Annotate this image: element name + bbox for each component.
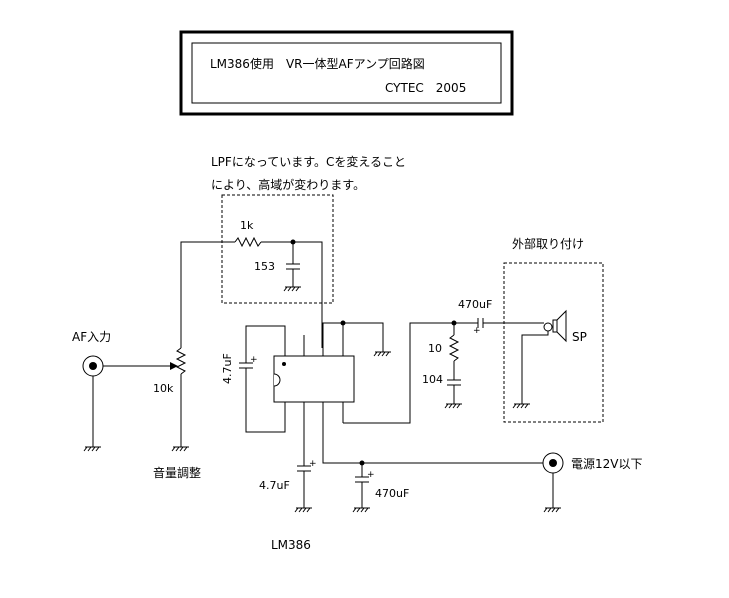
power-rail: + [322, 423, 543, 513]
title-credit: CYTEC 2005 [385, 81, 466, 95]
power-jack [542, 452, 564, 513]
zobel-capacitor-value: 104 [422, 373, 443, 386]
lpf-note-line2: により、高域が変わります。 [211, 177, 365, 192]
input-label: AF入力 [72, 330, 111, 344]
svg-text:+: + [309, 459, 317, 469]
zobel-resistor-value: 10 [428, 342, 442, 355]
lpf-capacitor-value: 153 [254, 260, 275, 273]
volume-label: 音量調整 [153, 465, 201, 480]
power-capacitor-value: 470uF [375, 487, 409, 500]
lpf-resistor [180, 236, 323, 348]
svg-text:+: + [473, 326, 481, 336]
volume-pot-value: 10k [153, 382, 174, 395]
volume-pot [171, 347, 189, 452]
ic-label: LM386 [271, 538, 311, 552]
output-capacitor-value: 470uF [458, 298, 492, 311]
speaker-label: SP [572, 330, 587, 344]
input-jack [82, 355, 178, 452]
output-wiring: + [343, 318, 541, 424]
svg-text:+: + [250, 355, 258, 365]
title-block: LM386使用 VR一体型AFアンプ回路図 CYTEC 2005 [179, 30, 514, 116]
speaker-icon [512, 309, 567, 409]
zobel-network [444, 323, 462, 409]
ic-top-wiring [322, 320, 391, 357]
bypass-capacitor-value: 4.7uF [259, 479, 290, 492]
bypass-capacitor: + [294, 423, 317, 513]
svg-text:+: + [367, 470, 375, 480]
lm386-ic [273, 335, 355, 423]
lpf-note-line1: LPFになっています。Cを変えること [211, 154, 406, 169]
external-label: 外部取り付け [512, 236, 584, 251]
lpf-capacitor [283, 242, 301, 292]
power-label: 電源12V以下 [571, 457, 642, 471]
lpf-dashed-box [221, 194, 334, 304]
gain-capacitor: + [239, 325, 286, 433]
gain-capacitor-value: 4.7uF [221, 353, 234, 384]
title-text: LM386使用 VR一体型AFアンプ回路図 [210, 56, 425, 71]
lpf-resistor-value: 1k [240, 219, 254, 232]
external-dashed-box [503, 262, 604, 423]
